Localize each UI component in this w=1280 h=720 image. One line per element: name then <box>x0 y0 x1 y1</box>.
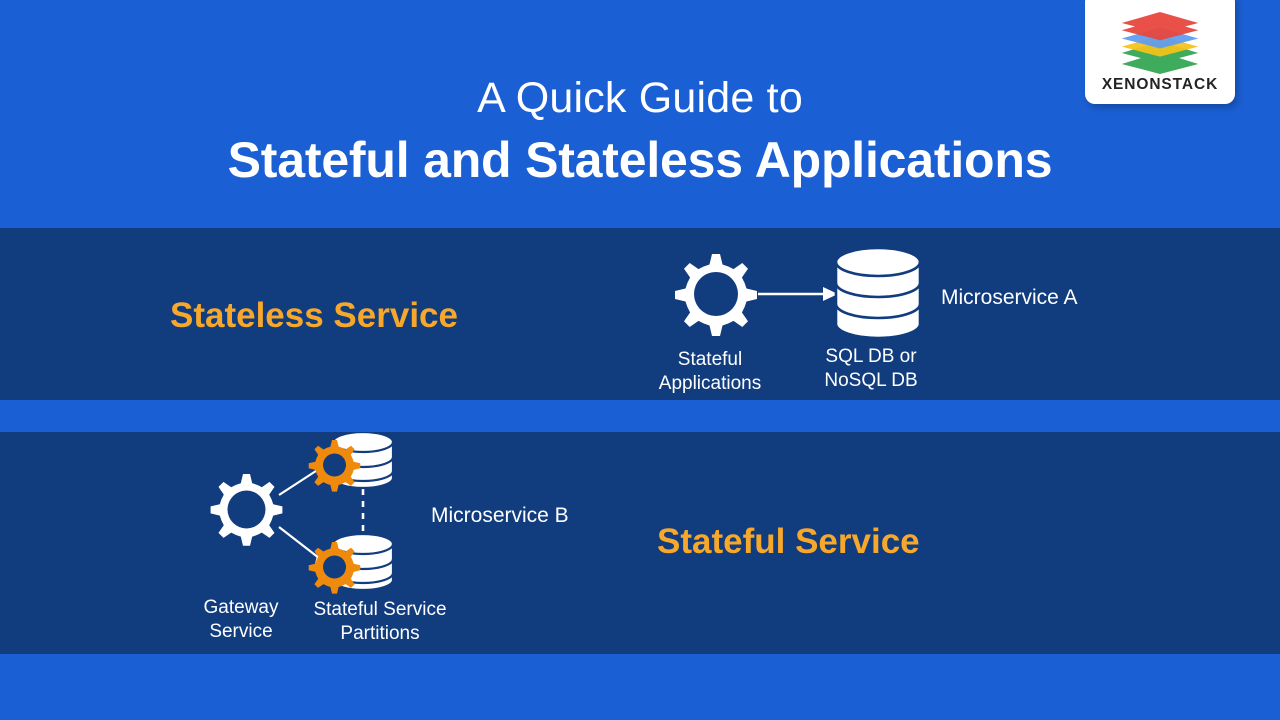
stateless-figure <box>675 246 922 340</box>
page-title: A Quick Guide to Stateful and Stateless … <box>0 74 1280 192</box>
stacked-layers-icon <box>1121 12 1199 74</box>
stateful-diagram <box>185 430 445 647</box>
flow-arrow-icon <box>758 287 838 301</box>
label-microservice-a: Microservice A <box>941 286 1078 309</box>
caption-sql-nosql-db: SQL DB or NoSQL DB <box>824 346 918 392</box>
label-microservice-b: Microservice B <box>431 504 569 527</box>
database-icon <box>834 246 922 340</box>
title-mainline: Stateful and Stateless Applications <box>227 132 1053 189</box>
section-heading-stateful: Stateful Service <box>657 522 920 561</box>
gear-icon <box>675 254 757 336</box>
partition-gear-icon <box>308 542 361 594</box>
stateless-band <box>0 228 1280 400</box>
band-divider <box>0 400 1280 432</box>
caption-stateful-applications: Stateful Applications <box>658 349 762 395</box>
caption-stateful-service-partitions: Stateful Service Partitions <box>313 599 447 645</box>
partition-gear-icon <box>308 440 361 492</box>
section-heading-stateless: Stateless Service <box>170 296 458 335</box>
gear-icon <box>210 474 283 546</box>
stateful-figure <box>210 430 395 594</box>
caption-gateway-service: Gateway Service <box>203 597 279 643</box>
brand-name: XENONSTACK <box>1101 76 1219 93</box>
stateless-diagram <box>640 238 940 398</box>
brand-logo-card: XENONSTACK <box>1085 0 1235 104</box>
stateful-band <box>0 432 1280 654</box>
title-subline: A Quick Guide to <box>477 74 803 122</box>
